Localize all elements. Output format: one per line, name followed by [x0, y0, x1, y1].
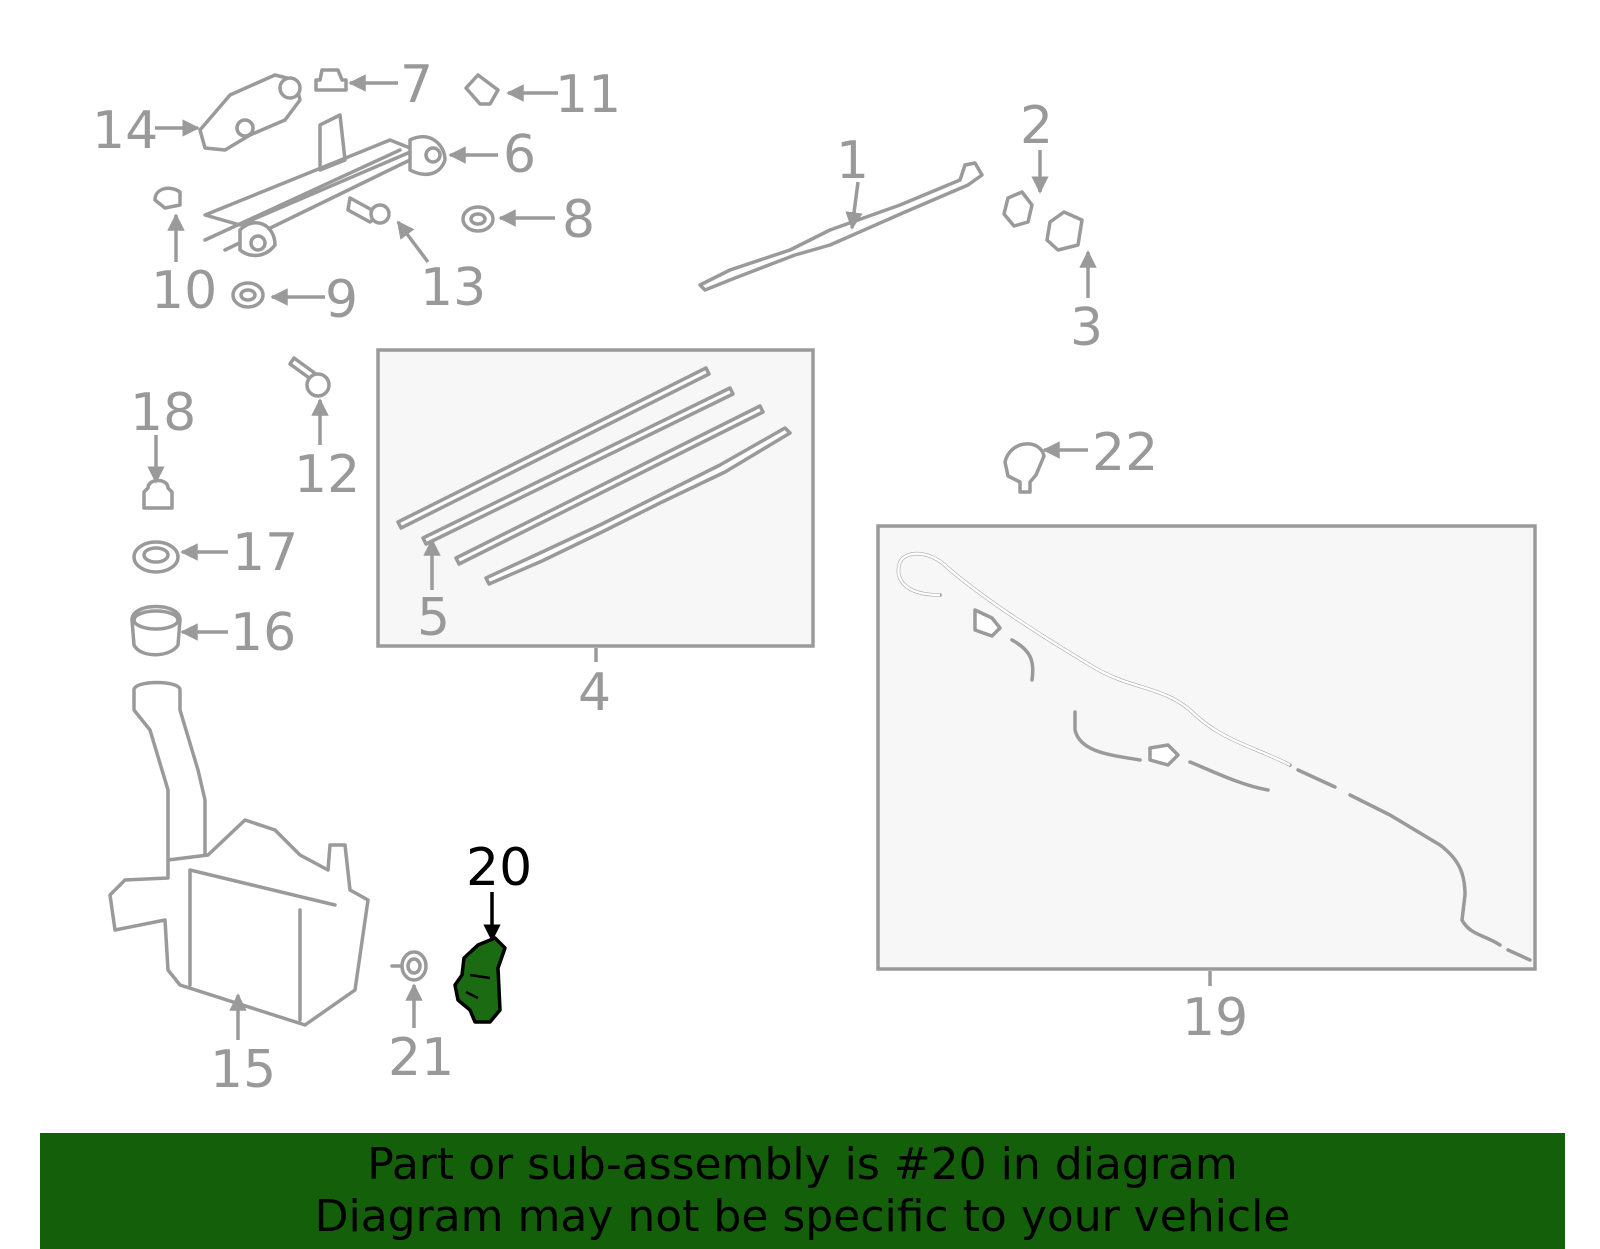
callout-20: 20: [466, 838, 532, 898]
callout-22: 22: [1092, 423, 1158, 483]
washer-hose-parts: [896, 552, 1532, 962]
callout-12: 12: [294, 445, 360, 505]
callout-4: 4: [578, 663, 611, 723]
bolt-part-13: [346, 196, 391, 225]
banner-line-2: Diagram may not be specific to your vehi…: [314, 1191, 1291, 1242]
linkage-arm-part-6: [203, 113, 447, 258]
callout-15: 15: [210, 1040, 276, 1100]
wiper-arm-part-1: [698, 161, 984, 292]
callout-11: 11: [555, 65, 621, 125]
callout-14: 14: [92, 101, 158, 161]
callout-6: 6: [503, 125, 536, 185]
nut-part-7: [314, 68, 348, 92]
callout-1: 1: [836, 131, 869, 191]
callout-13: 13: [420, 258, 486, 318]
callout-3: 3: [1070, 298, 1103, 358]
part-info-banner: Part or sub-assembly is #20 in diagram D…: [40, 1133, 1565, 1249]
bolt-part-12: [288, 356, 331, 398]
washer-pump-part-20: [453, 936, 507, 1024]
callout-16: 16: [230, 603, 296, 663]
callout-17: 17: [232, 523, 298, 583]
grommet-part-9: [231, 281, 265, 309]
callout-9: 9: [325, 270, 358, 330]
wiper-motor-part-14: [198, 73, 302, 152]
callout-21: 21: [388, 1028, 454, 1088]
cap-part-3: [1045, 210, 1084, 252]
grommet-part-8: [461, 205, 495, 233]
callout-5: 5: [417, 588, 450, 648]
callout-2: 2: [1020, 96, 1053, 156]
callout-10: 10: [151, 261, 217, 321]
nut-part-2: [1002, 190, 1034, 228]
wiper-blade-parts: [396, 366, 792, 586]
clip-part-18: [142, 478, 174, 510]
washer-reservoir-part-15: [108, 680, 370, 1027]
callout-18: 18: [130, 383, 196, 443]
callout-7: 7: [400, 55, 433, 115]
washer-jet-part-22: [1003, 442, 1046, 494]
callout-19: 19: [1182, 988, 1248, 1048]
callout-arrows: [147, 74, 1212, 1040]
seal-part-17: [132, 540, 180, 574]
filler-cap-part-16: [130, 604, 182, 657]
banner-line-1: Part or sub-assembly is #20 in diagram: [367, 1139, 1238, 1190]
cap-part-11: [464, 73, 500, 106]
clip-part-10: [153, 186, 182, 210]
callout-8: 8: [562, 190, 595, 250]
grommet-part-21: [390, 950, 428, 982]
